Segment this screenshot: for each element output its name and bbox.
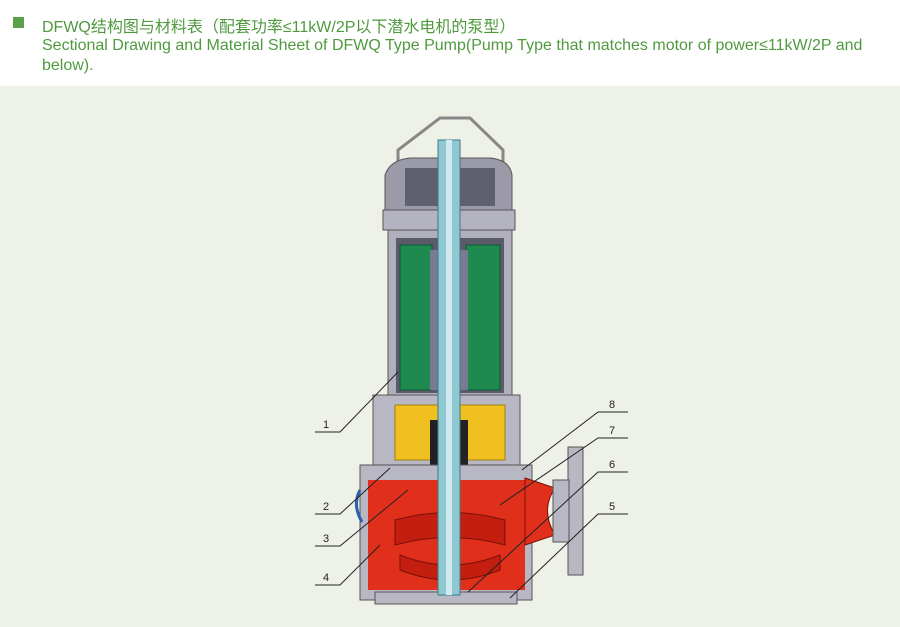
outlet-neck (552, 479, 570, 543)
stator-winding-right (465, 244, 501, 391)
label-8: 8 (609, 399, 615, 411)
cable-guide (355, 489, 364, 523)
title-english: Sectional Drawing and Material Sheet of … (42, 37, 863, 74)
outlet-flange (567, 446, 584, 576)
label-1: 1 (323, 419, 329, 431)
label-4: 4 (323, 572, 329, 584)
label-6: 6 (609, 459, 615, 471)
label-3: 3 (323, 533, 329, 545)
stator-winding-left (399, 244, 433, 391)
header: DFWQ结构图与材料表（配套功率≤11kW/2P以下潜水电机的泵型） Secti… (0, 0, 900, 86)
shaft-core (446, 140, 452, 595)
label-5: 5 (609, 501, 615, 513)
leader-lines (315, 371, 628, 599)
label-2: 2 (323, 501, 329, 513)
lifting-handle (396, 116, 505, 165)
title-chinese: DFWQ结构图与材料表（配套功率≤11kW/2P以下潜水电机的泵型） (42, 19, 516, 36)
bullet-square-icon (13, 17, 24, 28)
label-7: 7 (609, 425, 615, 437)
